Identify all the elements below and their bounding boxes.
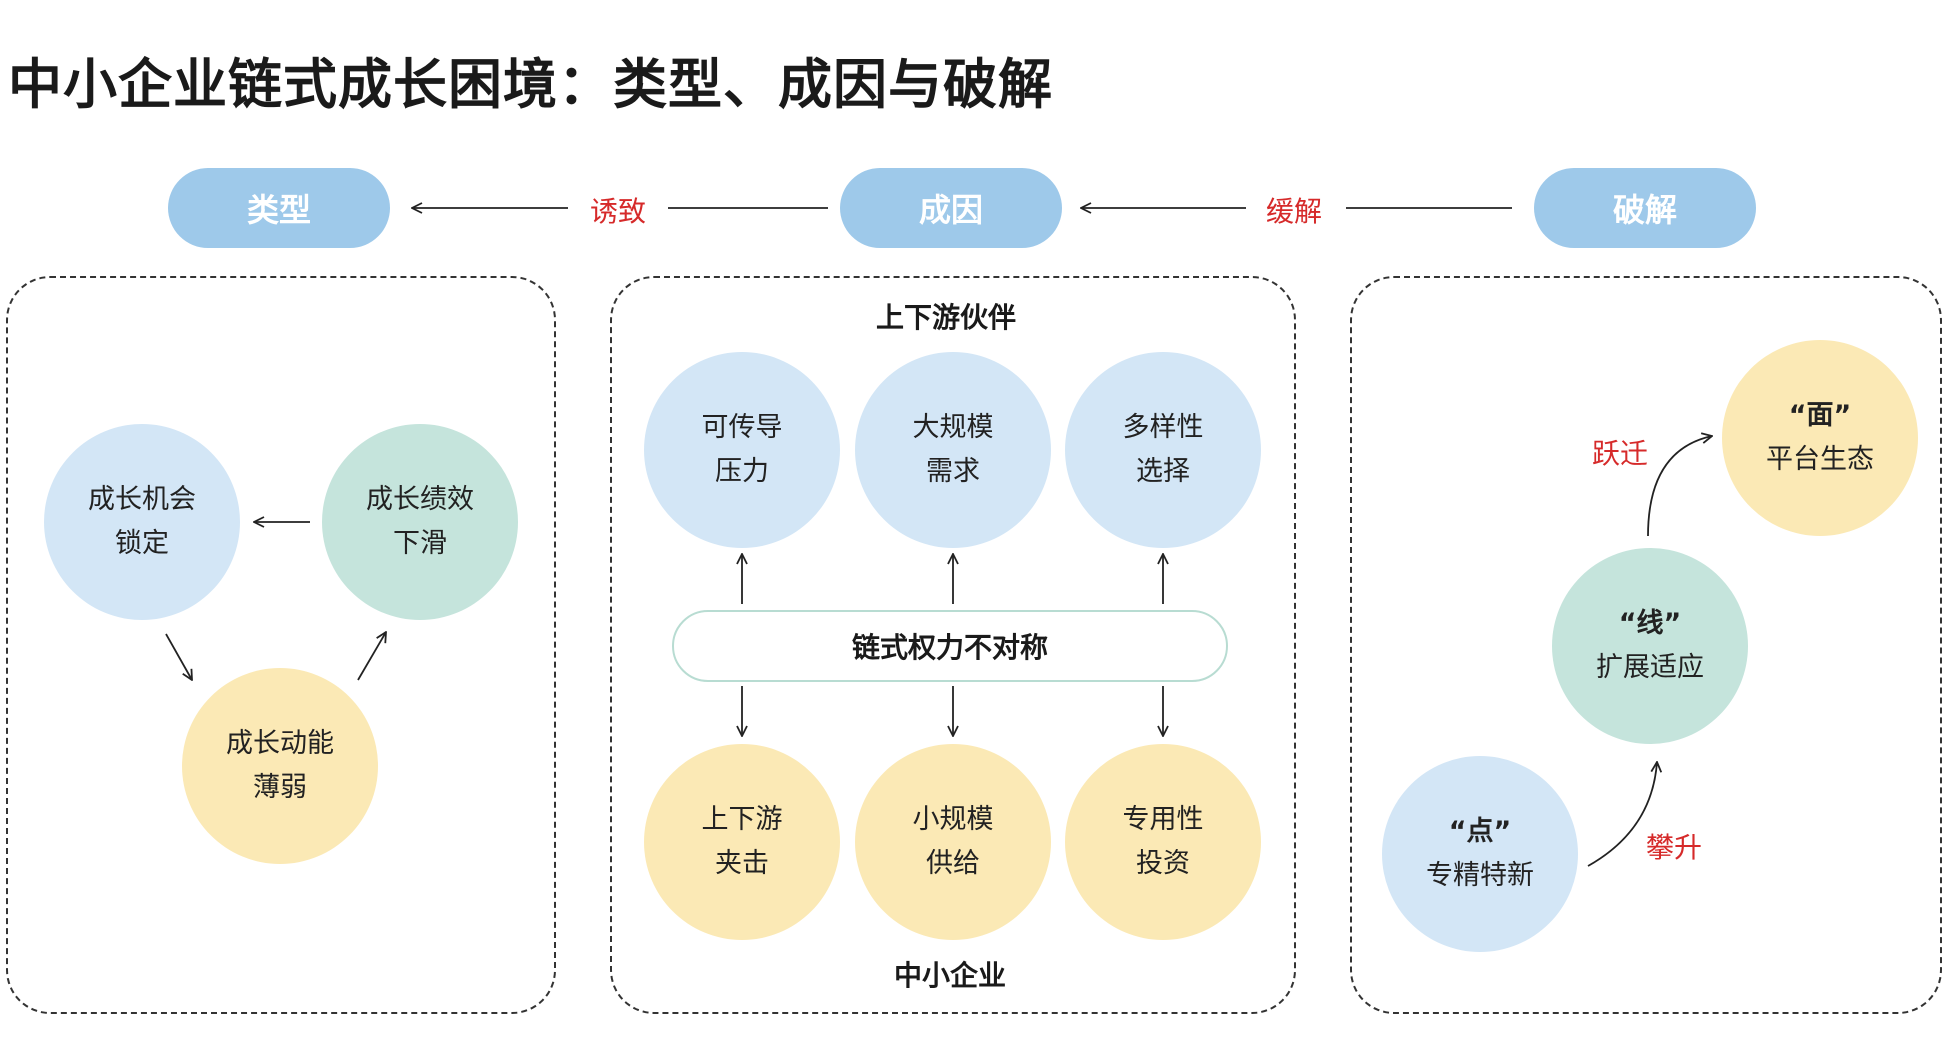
pill-causes: 成因 [840, 168, 1062, 248]
label-smes: 中小企业 [894, 959, 1007, 992]
arrow-line-to-plane [1647, 436, 1712, 537]
label-induce: 诱致 [590, 195, 647, 228]
center-power-asymmetry: 链式权力不对称 [672, 610, 1228, 682]
label-climb: 攀升 [1646, 831, 1703, 864]
label-leap: 跃迁 [1592, 437, 1649, 470]
circle-diverse-choice: 多样性 选择 [1065, 352, 1261, 548]
pill-solutions: 破解 [1534, 168, 1756, 248]
panel-types [6, 276, 556, 1014]
circle-squeeze: 上下游 夹击 [644, 744, 840, 940]
circle-point: “点” 专精特新 [1382, 756, 1578, 952]
circle-momentum-weak: 成长动能 薄弱 [182, 668, 378, 864]
circle-large-demand: 大规模 需求 [855, 352, 1051, 548]
label-relieve: 缓解 [1266, 195, 1323, 228]
circle-performance-decline: 成长绩效 下滑 [322, 424, 518, 620]
panel-causes [610, 276, 1296, 1014]
arrow-weak-to-decline [357, 632, 386, 681]
label-upstream-partners: 上下游伙伴 [876, 301, 1017, 334]
arrow-point-to-line [1587, 762, 1657, 867]
circle-specific-investment: 专用性 投资 [1065, 744, 1261, 940]
panel-solutions [1350, 276, 1942, 1014]
pill-types: 类型 [168, 168, 390, 248]
circle-opportunity-locked: 成长机会 锁定 [44, 424, 240, 620]
arrow-locked-to-weak [165, 633, 192, 680]
circle-small-supply: 小规模 供给 [855, 744, 1051, 940]
circle-line: “线” 扩展适应 [1552, 548, 1748, 744]
circle-plane: “面” 平台生态 [1722, 340, 1918, 536]
circle-transmissible-pressure: 可传导 压力 [644, 352, 840, 548]
page-title: 中小企业链式成长困境：类型、成因与破解 [8, 53, 1053, 116]
